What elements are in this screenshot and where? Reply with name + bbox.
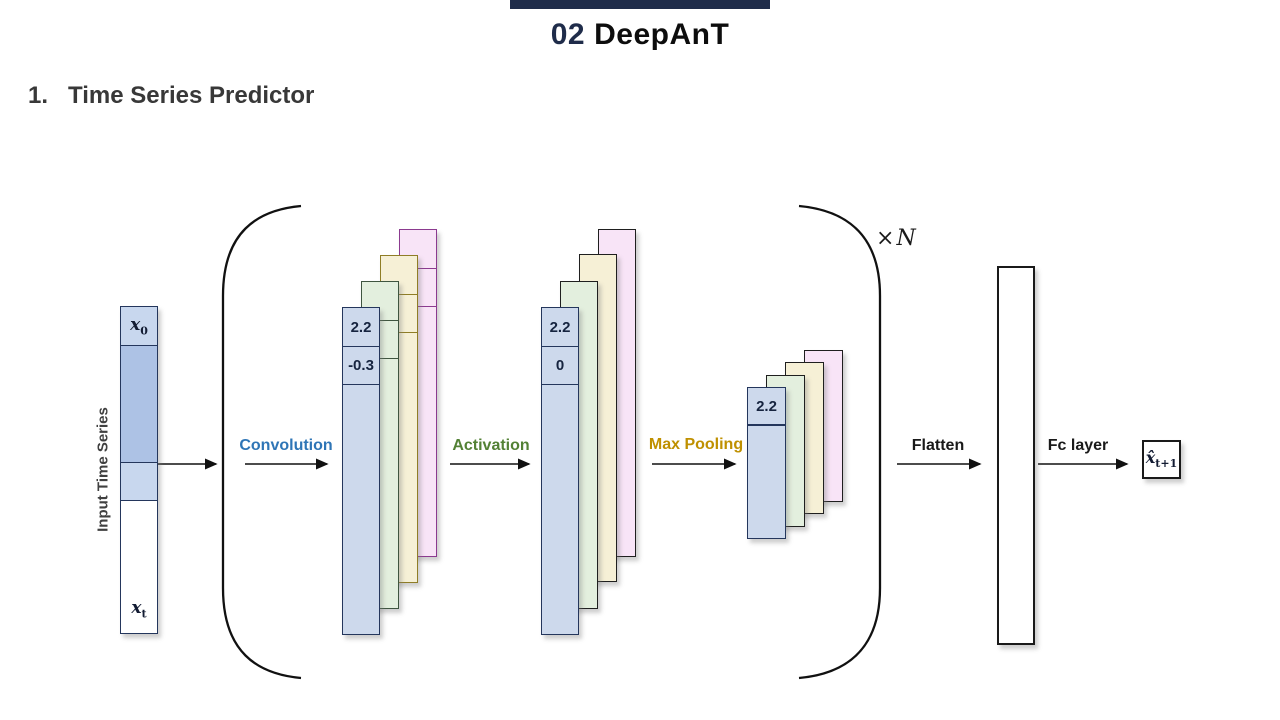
input-window-end xyxy=(121,463,157,501)
slide-number: 02 xyxy=(550,18,586,51)
activation-value-1: 2.2 xyxy=(542,308,578,347)
activation-value-2: 0 xyxy=(542,347,578,385)
prediction-output-box: x̂t+1 xyxy=(1142,440,1181,479)
maxpool-feature-map-front: 2.2 xyxy=(747,387,786,539)
input-window-start-cell: x0 xyxy=(121,307,157,346)
section-number: 1. xyxy=(28,82,49,109)
section-title: Time Series Predictor xyxy=(68,82,315,109)
activation-feature-map-front: 2.2 0 xyxy=(541,307,579,635)
conv-feature-map-front: 2.2 -0.3 xyxy=(342,307,380,635)
xt-label: xt xyxy=(131,598,147,621)
flattened-vector xyxy=(997,266,1035,645)
title-accent-bar xyxy=(510,0,770,9)
conv-value-1: 2.2 xyxy=(343,308,379,347)
x0-label: x0 xyxy=(130,314,148,338)
repeat-n-label: ×N xyxy=(876,226,916,251)
convolution-label: Convolution xyxy=(239,437,333,454)
flatten-label: Flatten xyxy=(911,437,965,454)
section-heading: 1. Time Series Predictor xyxy=(28,82,314,110)
max-pooling-label: Max Pooling xyxy=(648,436,744,453)
conv-value-2: -0.3 xyxy=(343,347,379,385)
maxpool-value-1: 2.2 xyxy=(748,388,785,426)
input-time-series-bar: x0 xyxy=(120,306,158,634)
input-window-body xyxy=(121,346,157,463)
input-axis-label: Input Time Series xyxy=(94,407,112,532)
fc-layer-label: Fc layer xyxy=(1047,437,1109,454)
activation-label: Activation xyxy=(452,437,530,454)
x-hat-t-plus-1-label: x̂t+1 xyxy=(1145,448,1178,471)
slide-title-text: DeepAnT xyxy=(594,18,730,51)
